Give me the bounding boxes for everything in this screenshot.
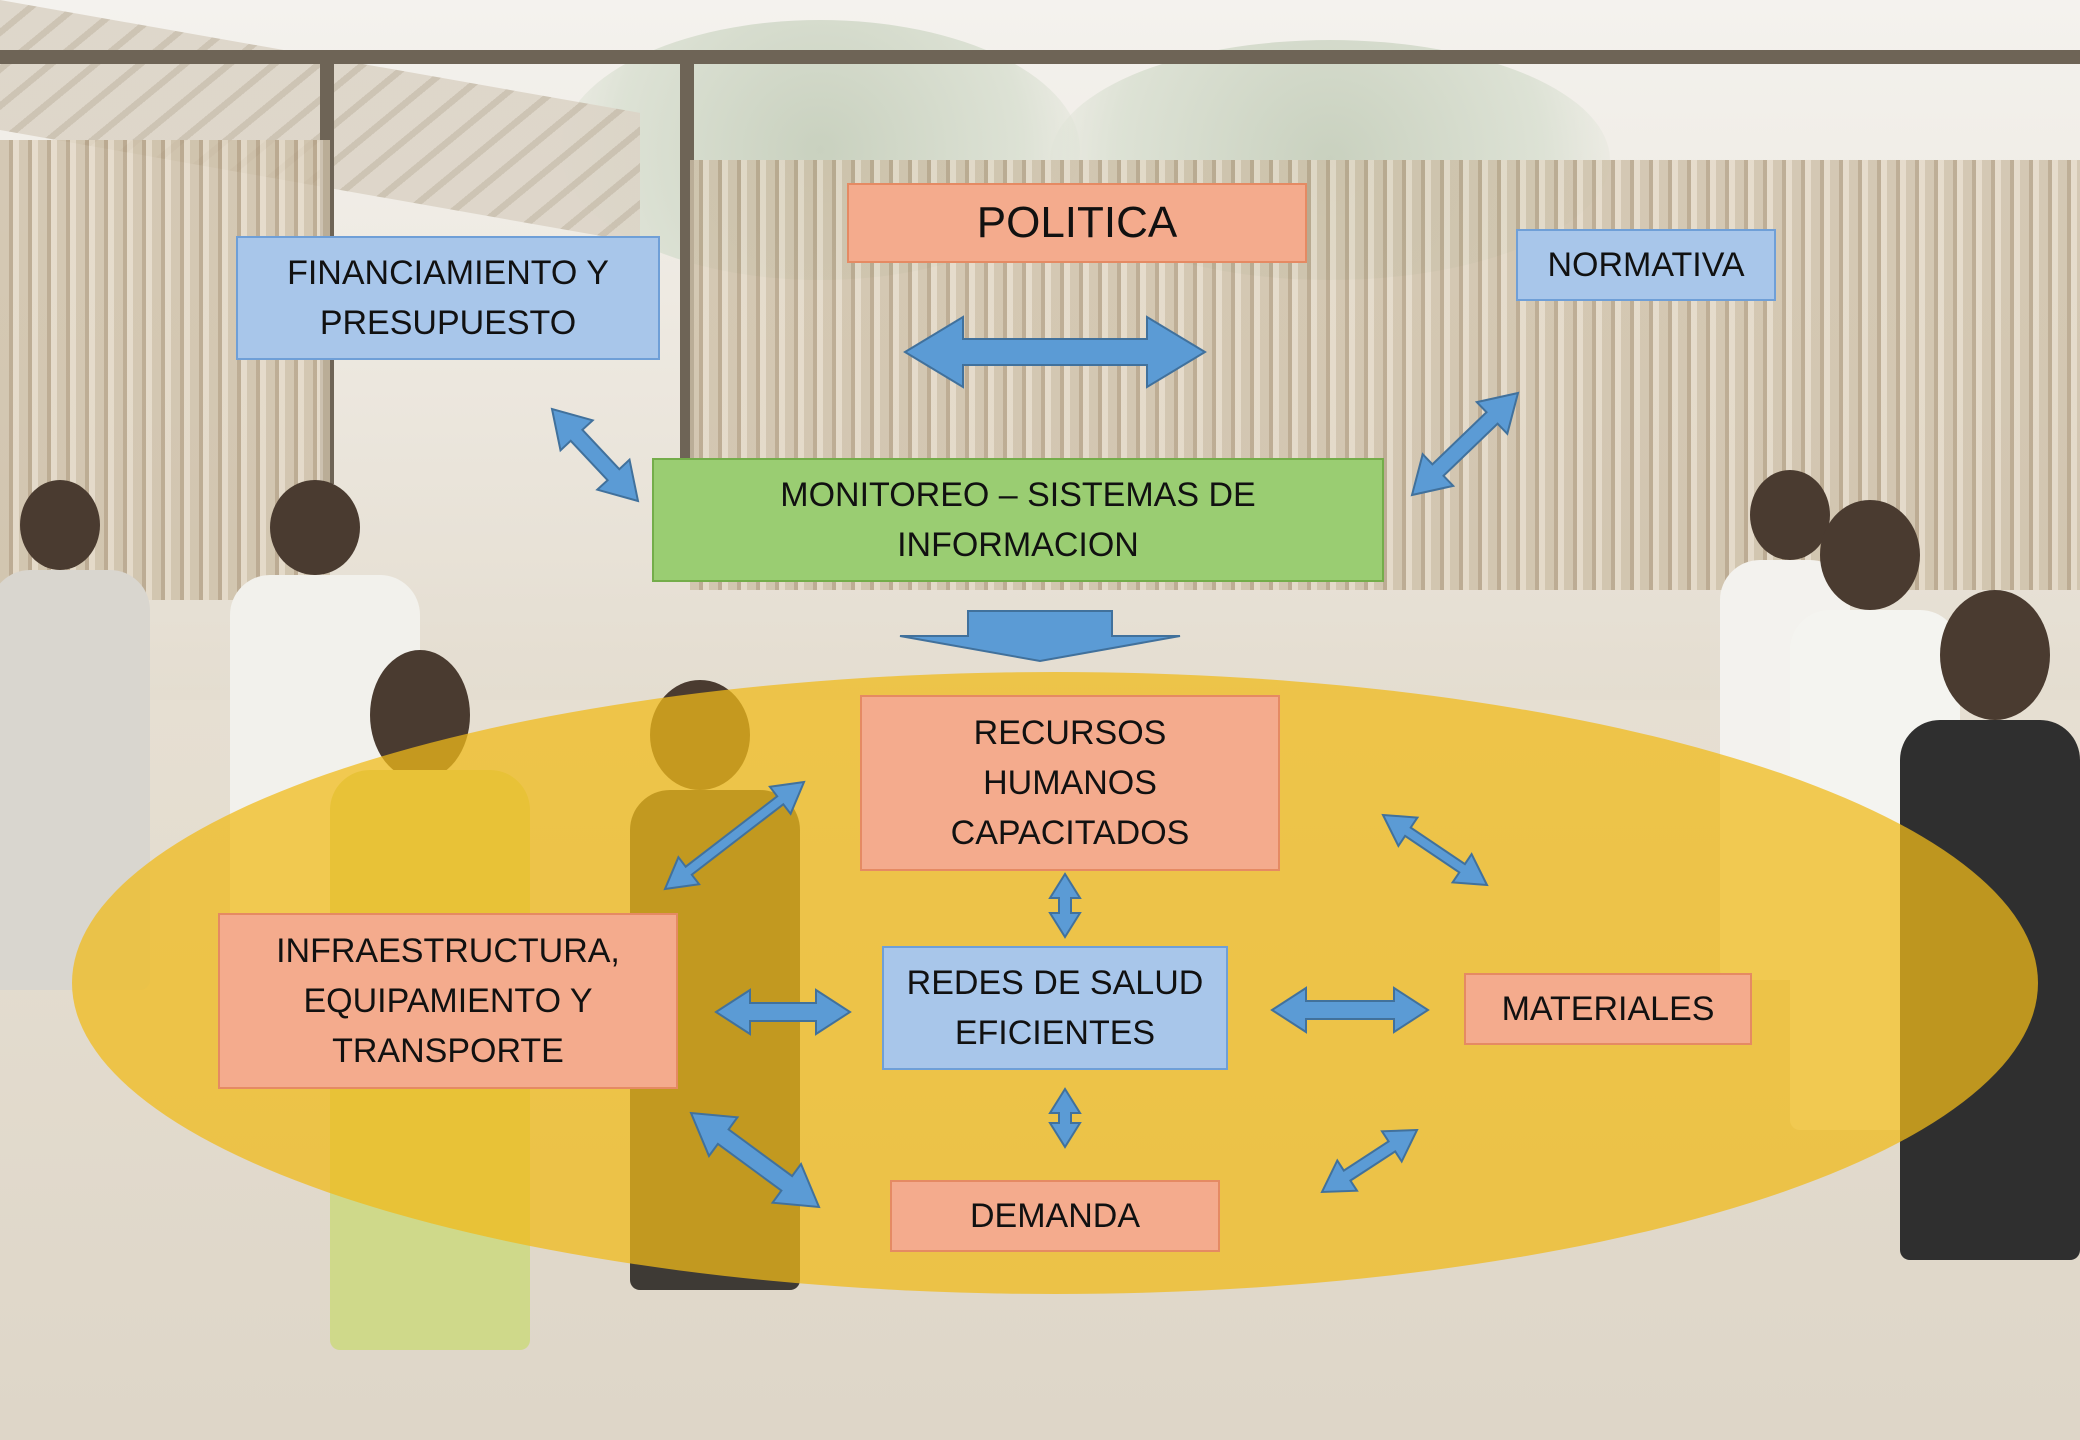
node-redes-de-salud: REDES DE SALUD EFICIENTES <box>882 946 1228 1070</box>
arrow-recursos-materiales <box>1381 813 1489 887</box>
arrow-redes-materiales <box>1270 986 1430 1034</box>
node-demanda: DEMANDA <box>890 1180 1220 1252</box>
node-materiales: MATERIALES <box>1464 973 1752 1045</box>
arrow-infraestructura-demanda <box>689 1111 821 1209</box>
arrow-redes-demanda <box>1048 1087 1082 1149</box>
arrow-recursos-infraestructura <box>663 780 806 891</box>
node-normativa: NORMATIVA <box>1516 229 1776 301</box>
arrow-politica-horizontal <box>903 315 1207 389</box>
node-monitoreo: MONITOREO – SISTEMAS DE INFORMACION <box>652 458 1384 582</box>
roof-beam <box>0 50 2080 64</box>
arrow-materiales-demanda <box>1320 1128 1419 1194</box>
arrow-recursos-redes <box>1048 872 1082 939</box>
node-recursos-humanos: RECURSOS HUMANOS CAPACITADOS <box>860 695 1280 871</box>
arrow-financiamiento-monitoreo <box>550 407 640 503</box>
node-infraestructura: INFRAESTRUCTURA, EQUIPAMIENTO Y TRANSPOR… <box>218 913 678 1089</box>
arrow-normativa-monitoreo <box>1410 391 1520 497</box>
node-financiamiento-presupuesto: FINANCIAMIENTO Y PRESUPUESTO <box>236 236 660 360</box>
arrow-monitoreo-down <box>899 610 1181 663</box>
node-politica: POLITICA <box>847 183 1307 263</box>
arrow-infraestructura-redes <box>714 988 852 1036</box>
